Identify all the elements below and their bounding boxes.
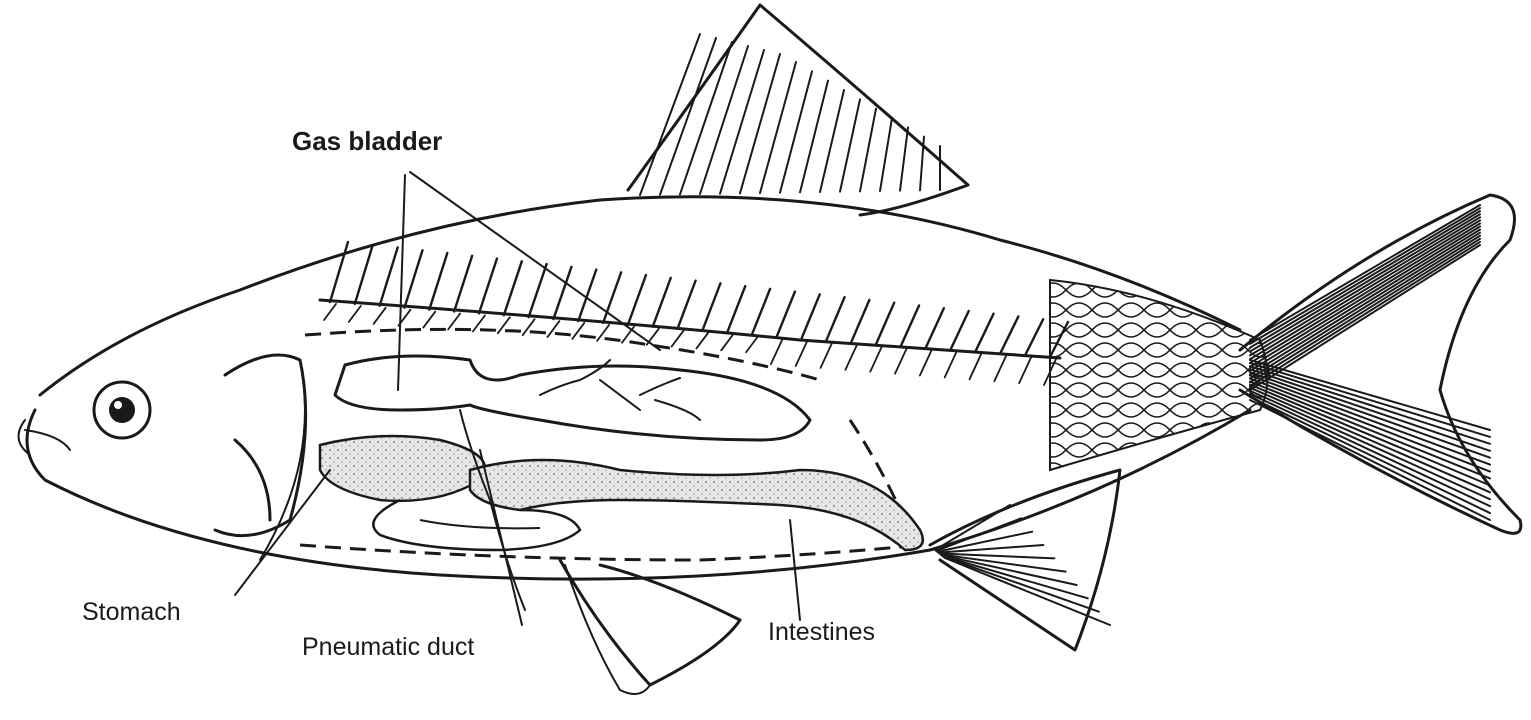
label-pneumatic-duct: Pneumatic duct [302, 633, 474, 661]
scales [1050, 280, 1268, 470]
anal-fin [930, 470, 1120, 650]
label-stomach: Stomach [82, 598, 181, 626]
caudal-fin [1240, 195, 1521, 533]
label-intestines: Intestines [768, 618, 875, 646]
dorsal-fin [628, 5, 968, 215]
spinal-ribs [324, 242, 1068, 385]
gas-bladder [335, 356, 810, 440]
digestive-tract [320, 436, 923, 550]
label-gas-bladder: Gas bladder [292, 126, 442, 156]
eye [94, 382, 150, 438]
gill-cover [215, 355, 306, 560]
leader-lines [235, 172, 800, 625]
